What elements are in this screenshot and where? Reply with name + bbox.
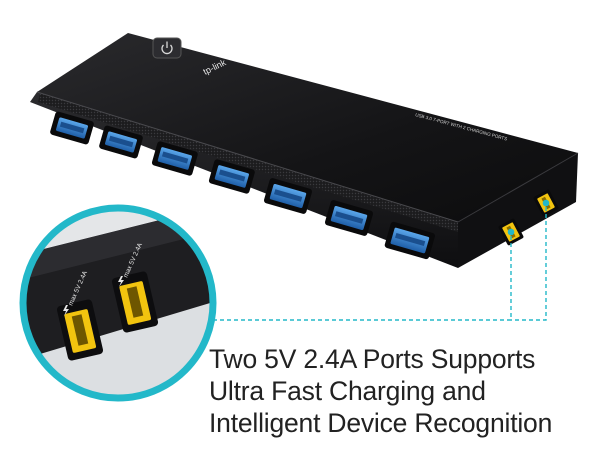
hub-side-face [458, 153, 578, 268]
caption-line-1: Two 5V 2.4A Ports Supports [209, 344, 536, 374]
hub-top-face [37, 33, 578, 222]
zoom-ring [19, 204, 217, 402]
usb-ports [49, 111, 436, 260]
lightning-icon [63, 276, 124, 316]
zoom-callout: max 5V 2.4A max 5V 2.4A [19, 204, 217, 402]
usb-port-6[interactable] [324, 199, 374, 236]
power-icon [161, 41, 173, 55]
caption-line-3: Intelligent Device Recognition [209, 408, 553, 438]
usb-port-1[interactable] [49, 111, 94, 145]
power-button[interactable] [152, 37, 182, 59]
callout-lines [190, 207, 547, 321]
usb-port-3[interactable] [151, 141, 198, 177]
usb-port-2[interactable] [98, 125, 143, 159]
usb-port-5[interactable] [263, 177, 313, 214]
zoom-charging-port-1 [56, 299, 104, 361]
usb-port-4[interactable] [208, 159, 255, 195]
feature-caption: Two 5V 2.4A Ports Supports Ultra Fast Ch… [209, 343, 594, 439]
charging-ports [498, 189, 559, 246]
vent-grille [38, 93, 458, 232]
caption-line-2: Ultra Fast Charging and [209, 376, 486, 406]
usb-port-7[interactable] [384, 221, 436, 260]
zoom-charging-port-2 [111, 271, 159, 333]
